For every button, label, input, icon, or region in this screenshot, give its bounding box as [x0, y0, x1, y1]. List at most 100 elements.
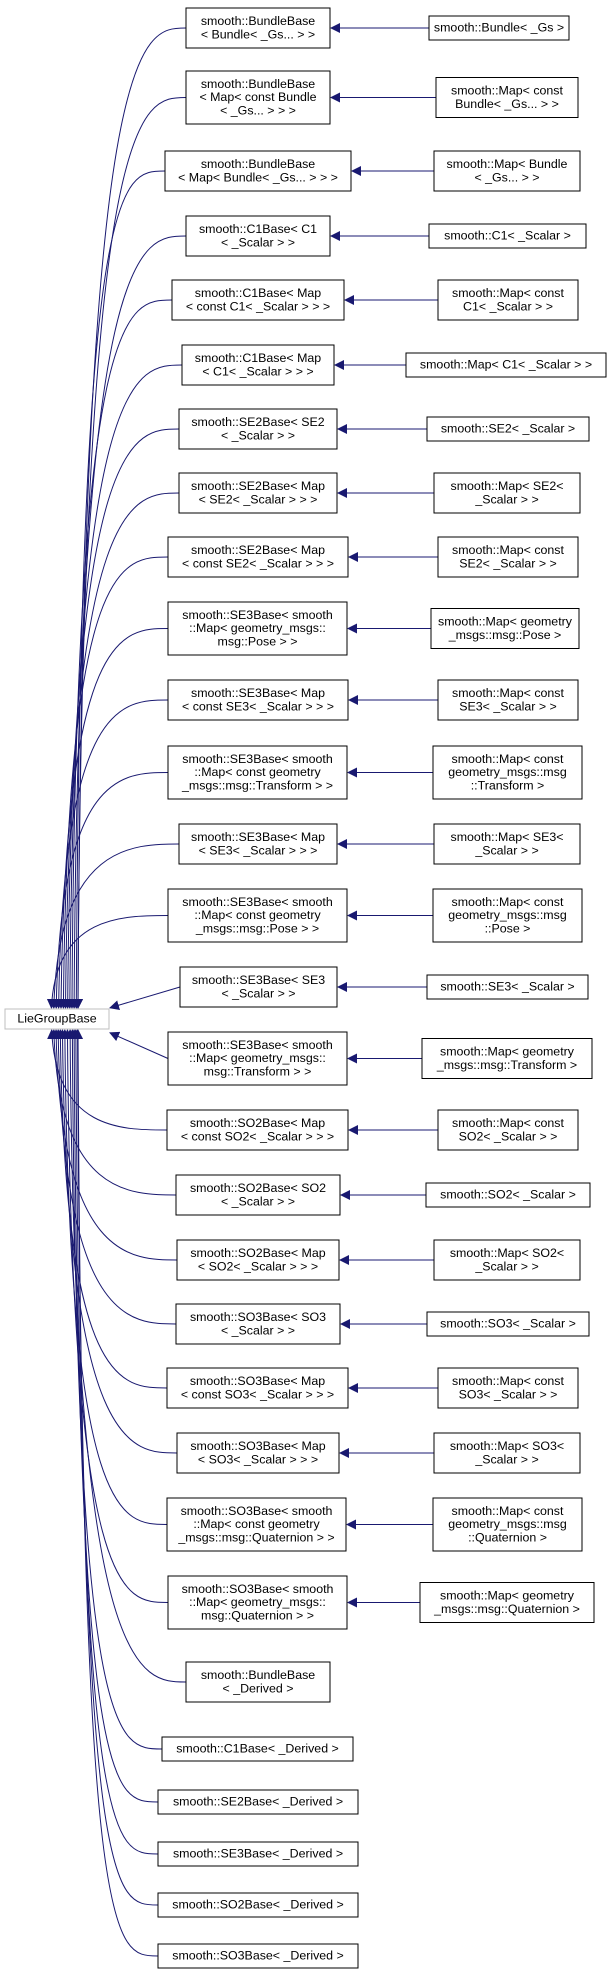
class-node-map-const-bundle-label: smooth::Map< const	[451, 84, 563, 98]
class-node-map-const-quaternion-label: ::Quaternion >	[468, 1531, 547, 1545]
class-node-so3base-map-const-so3-box	[166, 1367, 349, 1409]
class-node-se3base-map-const-transform-label: smooth::SE3Base< smooth	[182, 752, 333, 766]
class-node-bundlebase-derived: smooth::BundleBase< _Derived >	[185, 1661, 331, 1703]
edge-c1base-map-const-c1-to-root	[67, 299, 173, 1009]
class-node-se3base-derived: smooth::SE3Base< _Derived >	[157, 1841, 359, 1867]
class-node-bundlebase-map-const-bundle-label: smooth::BundleBase	[201, 77, 315, 91]
class-node-liegroupbase-box	[4, 1008, 110, 1030]
class-node-so2base-so2-label: < _Scalar > >	[221, 1194, 295, 1208]
class-node-so2-box	[425, 1182, 591, 1208]
class-node-se3-box	[426, 974, 589, 1000]
class-node-so3base-derived-label: smooth::SO3Base< _Derived >	[172, 1949, 344, 1963]
class-node-se3base-map-const-pose-label: smooth::SE3Base< smooth	[182, 895, 333, 909]
class-node-se3base-map-const-se3-label: < const SE3< _Scalar > > >	[182, 699, 334, 713]
class-node-bundlebase-map-bundle-label: smooth::BundleBase	[201, 157, 315, 171]
class-node-c1base-c1-box	[185, 215, 331, 257]
class-node-so3base-map-so3: smooth::SO3Base< Map< SO3< _Scalar > > >	[176, 1432, 340, 1474]
class-node-se2base-map-const-se2-label: < const SE2< _Scalar > > >	[182, 556, 334, 570]
class-node-se2base-se2-label: smooth::SE2Base< SE2	[191, 415, 324, 429]
class-node-so3base-map-quaternion-label: smooth::SO3Base< smooth	[182, 1582, 334, 1596]
class-node-c1base-map-const-c1-label: smooth::C1Base< Map	[195, 286, 321, 300]
class-node-bundlebase-derived-label: < _Derived >	[223, 1681, 294, 1695]
edge-se3base-map-const-transform-to-root	[51, 772, 169, 1009]
class-node-liegroupbase: LieGroupBase	[4, 1008, 110, 1030]
class-node-so3base-so3-label: < _Scalar > >	[221, 1323, 295, 1337]
class-node-so3base-derived-box	[157, 1943, 359, 1969]
class-node-c1base-map-c1-label: < C1< _Scalar > > >	[202, 364, 313, 378]
class-node-map-const-bundle-box	[435, 77, 579, 118]
class-node-map-const-so2-label: smooth::Map< const	[452, 1116, 564, 1130]
class-node-bundle-box	[428, 15, 570, 41]
class-node-se3base-se3-label: smooth::SE3Base< SE3	[192, 973, 325, 987]
class-node-so3base-map-const-so3-label: < const SO3< _Scalar > > >	[181, 1387, 334, 1401]
class-node-map-pose-box	[430, 608, 580, 649]
edge-so3base-map-quaternion-to-root	[62, 1029, 169, 1603]
class-node-se3base-map-transform-label: msg::Transform > >	[204, 1065, 312, 1079]
class-node-se2base-se2: smooth::SE2Base< SE2< _Scalar > >	[178, 408, 338, 450]
class-node-se3base-map-const-se3: smooth::SE3Base< Map< const SE3< _Scalar…	[167, 679, 349, 721]
class-node-map-const-so2-label: SO2< _Scalar > >	[459, 1129, 558, 1143]
class-node-so3base-so3-label: smooth::SO3Base< SO3	[190, 1310, 326, 1324]
class-node-c1base-map-const-c1-label: < const C1< _Scalar > > >	[186, 299, 330, 313]
class-node-so3base-map-const-quaternion-label: _msgs::msg::Quaternion > >	[177, 1531, 334, 1545]
class-node-map-const-se2-label: SE2< _Scalar > >	[459, 556, 556, 570]
class-node-se2base-map-se2-label: smooth::SE2Base< Map	[191, 479, 325, 493]
class-node-se3base-map-pose-box	[167, 601, 348, 656]
class-node-map-so3-label: _Scalar > >	[474, 1452, 538, 1466]
class-node-se3base-map-const-transform-box	[167, 745, 348, 800]
class-node-se2base-derived-label: smooth::SE2Base< _Derived >	[173, 1795, 343, 1809]
class-node-so3: smooth::SO3< _Scalar >	[426, 1311, 590, 1337]
class-node-so3base-map-quaternion-label: msg::Quaternion > >	[201, 1609, 314, 1623]
class-node-se2base-map-const-se2-label: smooth::SE2Base< Map	[191, 543, 325, 557]
class-node-map-const-transform-label: ::Transform >	[471, 779, 545, 793]
class-node-c1-box	[428, 223, 587, 249]
class-node-map-so2-label: smooth::Map< SO2<	[450, 1246, 564, 1260]
class-node-se3base-map-pose-label: smooth::SE3Base< smooth	[182, 608, 333, 622]
class-node-se2base-map-const-se2-box	[167, 536, 349, 578]
class-node-map-const-so3-label: smooth::Map< const	[452, 1374, 564, 1388]
class-node-map-quaternion: smooth::Map< geometry_msgs::msg::Quatern…	[419, 1582, 595, 1623]
class-node-bundlebase-map-bundle: smooth::BundleBase< Map< Bundle< _Gs... …	[164, 150, 352, 192]
class-node-map-const-pose: smooth::Map< constgeometry_msgs::msg::Po…	[432, 888, 583, 943]
class-node-map-transform-label: _msgs::msg::Transform >	[436, 1058, 577, 1072]
class-node-so2base-map-const-so2-label: < const SO2< _Scalar > > >	[181, 1129, 334, 1143]
class-node-se2-label: smooth::SE2< _Scalar >	[441, 422, 575, 436]
class-node-so3base-map-quaternion-label: ::Map< geometry_msgs::	[189, 1595, 326, 1609]
class-node-map-se3-label: smooth::Map< SE3<	[451, 830, 564, 844]
class-node-map-c1-box	[405, 352, 607, 378]
class-node-se2base-map-se2-label: < SE2< _Scalar > > >	[199, 492, 318, 506]
class-node-se3: smooth::SE3< _Scalar >	[426, 974, 589, 1000]
class-node-se2base-derived: smooth::SE2Base< _Derived >	[157, 1789, 359, 1815]
class-node-so2base-derived: smooth::SO2Base< _Derived >	[157, 1892, 359, 1918]
class-node-se3base-map-pose: smooth::SE3Base< smooth::Map< geometry_m…	[167, 601, 348, 656]
class-node-map-const-se3-box	[437, 679, 579, 721]
class-node-map-const-quaternion: smooth::Map< constgeometry_msgs::msg::Qu…	[432, 1497, 583, 1552]
class-node-se3base-map-pose-label: ::Map< geometry_msgs::	[189, 621, 326, 635]
class-node-se2base-se2-label: < _Scalar > >	[221, 428, 295, 442]
class-node-bundle-label: smooth::Bundle< _Gs >	[434, 21, 564, 35]
class-node-se3base-map-se3-label: < SE3< _Scalar > > >	[199, 843, 318, 857]
class-node-bundlebase-map-const-bundle-label: < Map< const Bundle	[199, 90, 316, 104]
class-node-map-const-so3-label: SO3< _Scalar > >	[459, 1387, 558, 1401]
class-node-c1base-map-c1: smooth::C1Base< Map< C1< _Scalar > > >	[181, 344, 335, 386]
class-node-map-se3: smooth::Map< SE3<_Scalar > >	[433, 823, 581, 865]
class-node-c1base-map-const-c1-box	[171, 279, 345, 321]
edge-se3base-map-const-pose-to-root	[46, 915, 169, 1009]
edge-se3base-se3-to-root	[109, 986, 181, 1011]
edge-so2base-map-const-so2-to-root	[47, 1029, 168, 1131]
class-node-map-so2: smooth::Map< SO2<_Scalar > >	[433, 1239, 581, 1281]
inheritance-edges	[46, 23, 438, 1957]
class-node-bundlebase-derived-box	[185, 1661, 331, 1703]
class-node-c1-label: smooth::C1< _Scalar >	[444, 229, 571, 243]
class-node-map-quaternion-label: smooth::Map< geometry	[440, 1589, 575, 1603]
class-node-so3base-map-so3-label: < SO3< _Scalar > > >	[198, 1452, 318, 1466]
class-node-map-const-pose-label: smooth::Map< const	[452, 895, 564, 909]
edge-so3base-map-const-so3-to-root	[55, 1029, 168, 1389]
class-node-bundlebase-map-bundle-box	[164, 150, 352, 192]
class-node-so2-label: smooth::SO2< _Scalar >	[440, 1188, 576, 1202]
class-node-map-const-pose-label: ::Pose >	[485, 922, 531, 936]
